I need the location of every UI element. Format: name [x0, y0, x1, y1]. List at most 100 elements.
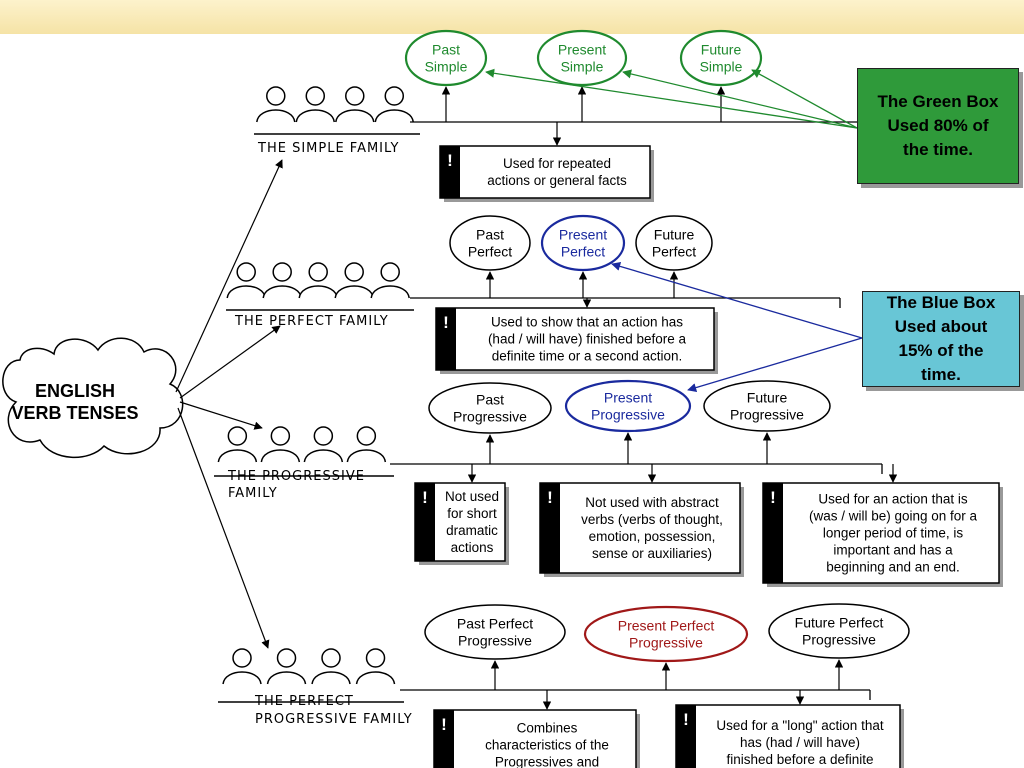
green-box-callout: The Green Box Used 80% of the time. — [857, 68, 1019, 184]
person-silhouette-icon — [222, 648, 262, 685]
tense-label: Present — [558, 42, 606, 58]
family-progressive: THE PROGRESSIVEFAMILYPastProgressivePres… — [214, 379, 1003, 587]
tense-label: Present — [559, 227, 607, 243]
blue-box-line-3: 15% of the — [898, 341, 984, 360]
note-line: longer period of time, is — [823, 526, 964, 541]
blue-box-callout: The Blue Box Used about 15% of the time. — [862, 291, 1020, 387]
green-arrow-future-simple — [751, 69, 858, 129]
center-cloud: ENGLISH VERB TENSES — [2, 337, 184, 458]
family-label-progressive-0: THE PROGRESSIVE — [227, 469, 365, 484]
person-silhouette-icon — [370, 262, 410, 299]
person-silhouette-icon — [217, 426, 258, 463]
green-callout-arrows — [485, 68, 858, 129]
note-line: actions or general facts — [487, 173, 627, 188]
blue-box-line-4: time. — [921, 365, 961, 384]
person-head — [305, 86, 326, 106]
note-exclamation-icon: ! — [683, 710, 689, 729]
person-body — [355, 671, 396, 685]
green-arrow-present-simple — [622, 69, 858, 129]
person-silhouette-icon — [295, 86, 336, 123]
person-head — [321, 648, 341, 668]
note-line: actions — [451, 540, 494, 555]
arrow-to-progressive — [179, 401, 263, 430]
person-silhouette-icon — [311, 648, 351, 685]
person-silhouette-icon — [335, 86, 375, 123]
person-body — [374, 109, 415, 123]
person-head — [344, 262, 364, 282]
note-marker-bar — [540, 483, 560, 573]
tense-label: Perfect — [652, 244, 696, 260]
person-body — [303, 449, 344, 463]
person-head — [232, 648, 252, 668]
blue-box-line-2: Used about — [894, 317, 988, 336]
tense-oval — [428, 382, 552, 434]
note-line: Used for an action that is — [818, 492, 968, 507]
person-head — [227, 426, 248, 446]
tense-label: Present — [604, 390, 652, 406]
tense-oval — [536, 29, 628, 87]
person-silhouette-icon — [303, 426, 344, 463]
note-marker-bar — [763, 483, 783, 583]
tense-oval — [583, 605, 749, 663]
tense-label: Progressive — [453, 409, 527, 425]
note-line: characteristics of the — [485, 738, 609, 753]
green-box-line-1: The Green Box — [877, 92, 999, 111]
note-marker-bar — [440, 146, 460, 198]
person-silhouette-icon — [256, 86, 296, 123]
tense-oval — [540, 214, 626, 272]
note-line: Not used — [445, 489, 499, 504]
note-line: (had / will have) finished before a — [488, 332, 687, 347]
tense-oval — [703, 380, 831, 432]
person-body — [217, 449, 258, 463]
person-body — [370, 285, 410, 299]
person-silhouette-icon — [262, 262, 302, 299]
note-marker-bar — [415, 483, 435, 561]
person-silhouette-icon — [298, 262, 338, 299]
person-silhouette-icon — [374, 86, 415, 123]
note-exclamation-icon: ! — [422, 488, 428, 507]
tense-label: Past Perfect — [457, 616, 533, 632]
tense-label: Progressive — [591, 407, 665, 423]
tense-oval — [768, 603, 910, 659]
tense-oval — [449, 215, 531, 271]
person-body — [260, 449, 301, 463]
note-exclamation-icon: ! — [770, 488, 776, 507]
arrow-to-perfect-progressive — [177, 407, 270, 649]
person-silhouette-icon — [260, 426, 301, 463]
note-line: verbs (verbs of thought, — [581, 512, 723, 527]
person-body — [222, 671, 262, 685]
tense-oval — [564, 379, 692, 433]
family-label-simple-0: THE SIMPLE FAMILY — [257, 141, 399, 156]
family-simple: THE SIMPLE FAMILYPastSimplePresentSimple… — [254, 29, 881, 202]
note-box — [435, 307, 715, 371]
person-head — [236, 262, 256, 282]
note-line: for short — [447, 506, 497, 521]
tense-label: Progressive — [629, 635, 703, 651]
cloud-to-family-arrows — [175, 159, 283, 649]
person-body — [226, 285, 266, 299]
note-box — [539, 482, 741, 574]
person-body — [256, 109, 296, 123]
family-label-perfect-progressive-1: PROGRESSIVE FAMILY — [255, 712, 413, 727]
green-box-line-3: the time. — [903, 140, 973, 159]
center-line-2: VERB TENSES — [11, 403, 138, 423]
family-label-progressive-1: FAMILY — [228, 486, 278, 501]
note-line: important and has a — [833, 543, 953, 558]
green-box-line-2: Used 80% of — [887, 116, 989, 135]
top-banner — [0, 0, 1024, 34]
person-silhouette-icon — [226, 262, 266, 299]
person-head — [356, 426, 377, 446]
person-head — [345, 86, 365, 106]
note-line: Combines — [517, 721, 578, 736]
note-line: Used for a "long" action that — [716, 718, 883, 733]
person-head — [270, 426, 291, 446]
tense-oval — [679, 29, 763, 87]
person-head — [266, 86, 286, 106]
person-body — [295, 109, 336, 123]
person-head — [272, 262, 292, 282]
tense-label: Future — [654, 227, 695, 243]
note-line: Used to show that an action has — [491, 315, 683, 330]
note-line: (was / will be) going on for a — [809, 509, 978, 524]
